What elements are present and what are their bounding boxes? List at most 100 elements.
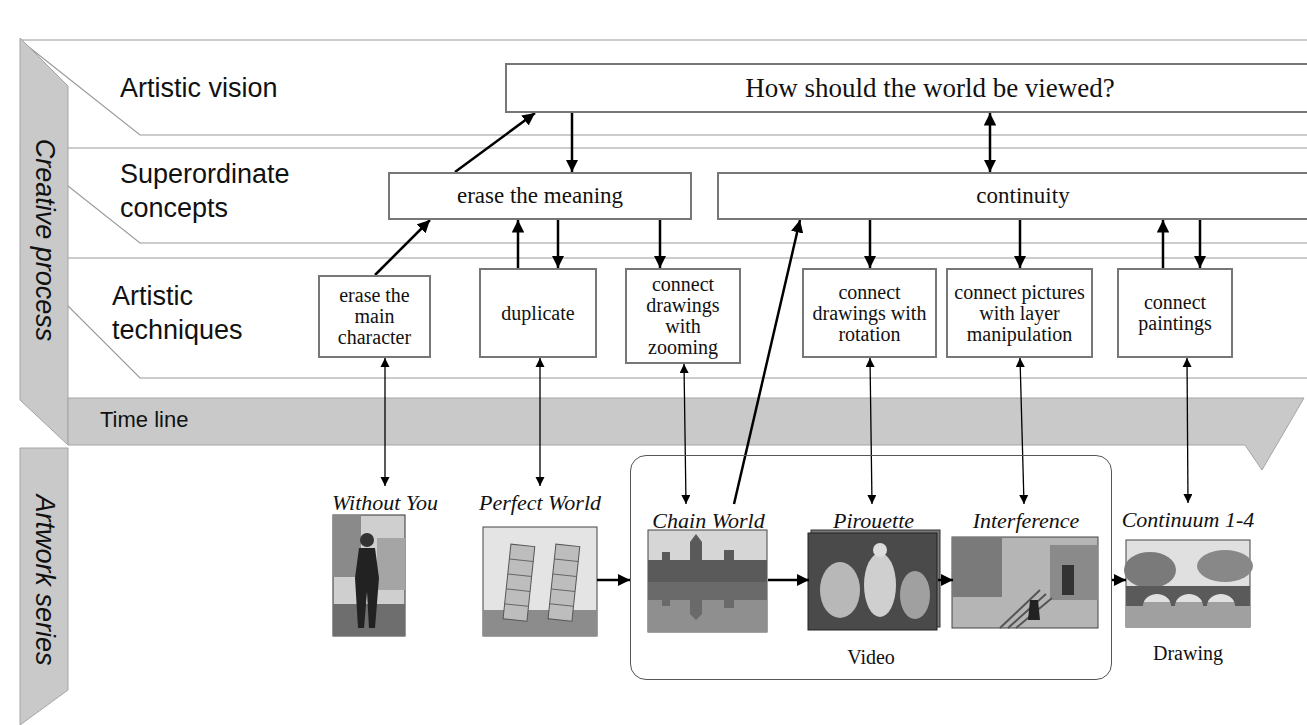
- photo-head: [360, 533, 374, 547]
- box-label: connect drawings with zooming: [630, 274, 736, 358]
- band-label: Creative process: [29, 139, 60, 342]
- flow-arrow: [684, 364, 686, 504]
- layer-label: Superordinate concepts: [120, 158, 335, 226]
- flow-arrow: [1020, 358, 1024, 504]
- artwork-item: Interference: [953, 504, 1099, 633]
- photo-frame: [808, 533, 937, 630]
- flow-arrow: [869, 220, 872, 268]
- band-outline: [20, 448, 68, 725]
- tower-body: [503, 544, 535, 621]
- photo-ground: [483, 610, 597, 636]
- tower-body: [548, 544, 580, 621]
- technique-box: duplicate: [479, 268, 597, 358]
- artwork-item: Perfect World: [483, 486, 597, 636]
- artwork-title: Interference: [973, 508, 1080, 534]
- flow-arrow: [571, 113, 574, 172]
- flow-arrow: [1199, 220, 1202, 268]
- flow-arrow: [734, 220, 800, 504]
- technique-box: connect drawings with zooming: [625, 268, 741, 364]
- band-shape: [68, 395, 1307, 472]
- flow-arrow: [989, 113, 992, 172]
- building: [1050, 545, 1098, 600]
- trees: [1124, 552, 1176, 588]
- medium-label: Drawing: [1153, 642, 1223, 665]
- video-group: Video Chain World Pirouette Interference: [630, 455, 1112, 680]
- artwork-band: Artwork series: [20, 448, 68, 725]
- band-outline: [68, 398, 1304, 470]
- interference-thumbnail: [952, 537, 1098, 628]
- artwork-title: Pirouette: [833, 508, 914, 534]
- flow-arrow: [597, 579, 630, 582]
- perfect-world-thumbnail: [483, 527, 597, 636]
- box-label: erase the main character: [323, 285, 426, 348]
- timeline-band: Time line: [68, 395, 1307, 472]
- reflection: [648, 582, 767, 620]
- artwork-title: Continuum 1-4: [1122, 507, 1255, 533]
- flow-arrow: [1019, 220, 1022, 268]
- layer-label: Artistic vision: [120, 72, 420, 106]
- artwork-item: Pirouette: [809, 504, 938, 633]
- vision-box: How should the world be viewed?: [505, 63, 1307, 113]
- dancer: [864, 553, 896, 617]
- tower: [548, 544, 580, 621]
- photo-figure: [355, 548, 379, 628]
- tower: [503, 544, 535, 621]
- flow-arrow: [375, 220, 430, 275]
- pirouette-thumbnail: [808, 530, 940, 630]
- artwork-title: Chain World: [652, 508, 764, 534]
- trees: [1197, 550, 1253, 582]
- flow-arrow: [1112, 579, 1126, 582]
- technique-box: erase the main character: [318, 275, 431, 358]
- process-band: Creative process: [20, 38, 68, 445]
- artwork-item: Chain World: [649, 504, 768, 633]
- flow-arrow: [938, 579, 953, 582]
- photo-frame: [333, 515, 405, 636]
- figure: [1028, 600, 1040, 620]
- dancer: [820, 562, 860, 618]
- flow-arrow: [539, 358, 540, 486]
- artwork-title: Perfect World: [479, 490, 601, 516]
- box-label: erase the meaning: [393, 184, 687, 208]
- photo-frame: [648, 530, 767, 632]
- tower-floors: [550, 559, 579, 606]
- stairs: [1000, 590, 1052, 628]
- concept-box: erase the meaning: [388, 172, 692, 220]
- continuum-thumbnail: [1124, 540, 1253, 627]
- bridge: [1126, 586, 1250, 606]
- photo-frame: [952, 537, 1098, 628]
- band-outline: [20, 38, 68, 445]
- flow-arrow: [455, 113, 535, 172]
- box-label: connect paintings: [1122, 292, 1228, 334]
- box-label: How should the world be viewed?: [510, 74, 1307, 102]
- photo-wall: [377, 538, 405, 590]
- concept-box: continuity: [717, 172, 1307, 220]
- box-label: connect pictures with layer manipulation: [951, 282, 1088, 345]
- artwork-item: Continuum 1-4Drawing: [1126, 503, 1250, 665]
- flow-arrow: [1187, 358, 1188, 503]
- door: [1062, 565, 1074, 595]
- technique-box: connect paintings: [1117, 268, 1233, 358]
- flow-arrow: [384, 358, 385, 486]
- without-you-thumbnail: [333, 515, 405, 636]
- artwork-title: Without You: [332, 490, 438, 516]
- flow-arrow: [659, 220, 662, 268]
- flow-arrow: [768, 579, 809, 582]
- dancer-head: [873, 543, 887, 557]
- band-label: Time line: [100, 407, 188, 433]
- flow-arrow: [1162, 220, 1165, 268]
- flow-arrow: [517, 220, 520, 268]
- medium-label: Video: [847, 646, 895, 669]
- castle: [648, 534, 767, 582]
- water: [648, 582, 767, 632]
- building: [952, 537, 1002, 597]
- band-label: Artwork series: [29, 494, 60, 665]
- technique-box: connect drawings with rotation: [802, 268, 937, 358]
- tower-floors: [505, 559, 534, 606]
- box-label: connect drawings with rotation: [807, 282, 932, 345]
- dancer: [900, 571, 930, 619]
- water: [1126, 602, 1250, 627]
- technique-box: connect pictures with layer manipulation: [946, 268, 1093, 358]
- box-label: duplicate: [484, 303, 592, 324]
- flow-arrow: [870, 358, 872, 504]
